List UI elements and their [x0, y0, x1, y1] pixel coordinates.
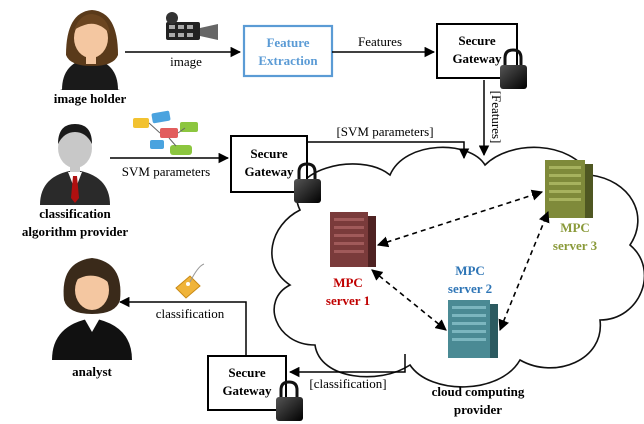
gateway-bottom-line2: Gateway [222, 383, 272, 398]
mpc-server-3-icon [545, 160, 593, 218]
mpc-server-1-line1: MPC [333, 275, 363, 290]
analyst-icon [52, 258, 132, 360]
mpc-server-2-icon [448, 300, 498, 358]
features-bracket-label: [Features] [489, 91, 504, 144]
gateway-bottom-line1: Secure [228, 365, 266, 380]
classification-bracket-arrow [288, 354, 406, 378]
gateway-top-line1: Secure [458, 33, 496, 48]
svm-parameters-edge-label: SVM parameters [122, 164, 210, 179]
gateway-middle-line1: Secure [250, 146, 288, 161]
lock-icon [500, 48, 527, 89]
image-holder-icon [60, 10, 120, 90]
mpc-server-3-line2: server 3 [553, 238, 598, 253]
flowchart-icon [133, 110, 198, 155]
mpc-server-1-line2: server 1 [326, 293, 370, 308]
secure-gateway-top: Secure Gateway [436, 23, 518, 79]
lock-icon [294, 162, 321, 203]
link-server2-server3 [498, 210, 550, 332]
tag-icon [175, 263, 205, 299]
gateway-top-line2: Gateway [452, 51, 502, 66]
link-server1-server2 [371, 269, 447, 331]
classification-bracket-label: [classification] [309, 376, 386, 391]
svm-bracket-arrow [307, 141, 470, 160]
feature-extraction-line1: Feature [266, 35, 309, 50]
link-server1-server3 [376, 189, 544, 248]
classification-edge-label: classification [156, 306, 225, 321]
algorithm-provider-label-line2: algorithm provider [22, 224, 129, 239]
features-edge-label: Features [358, 34, 402, 49]
algorithm-provider-icon [40, 124, 110, 205]
secure-gateway-bottom: Secure Gateway [207, 355, 287, 411]
feature-extraction-box: Feature Extraction [242, 24, 334, 78]
analyst-label: analyst [72, 364, 112, 379]
cloud-label-line2: provider [454, 402, 502, 417]
algorithm-provider-label-line1: classification [39, 206, 111, 221]
image-edge-label: image [170, 54, 202, 69]
svm-bracket-label: [SVM parameters] [336, 124, 433, 139]
gateway-middle-line2: Gateway [244, 164, 294, 179]
mpc-server-2-line1: MPC [455, 263, 485, 278]
film-reel-icon [166, 12, 218, 40]
image-holder-label: image holder [54, 91, 127, 106]
classification-arrow [118, 296, 247, 355]
feature-extraction-line2: Extraction [258, 53, 318, 68]
mpc-server-2-line2: server 2 [448, 281, 492, 296]
mpc-server-3-line1: MPC [560, 220, 590, 235]
cloud-label-line1: cloud computing [432, 384, 525, 399]
mpc-server-1-icon [330, 212, 376, 267]
lock-icon [276, 380, 303, 421]
